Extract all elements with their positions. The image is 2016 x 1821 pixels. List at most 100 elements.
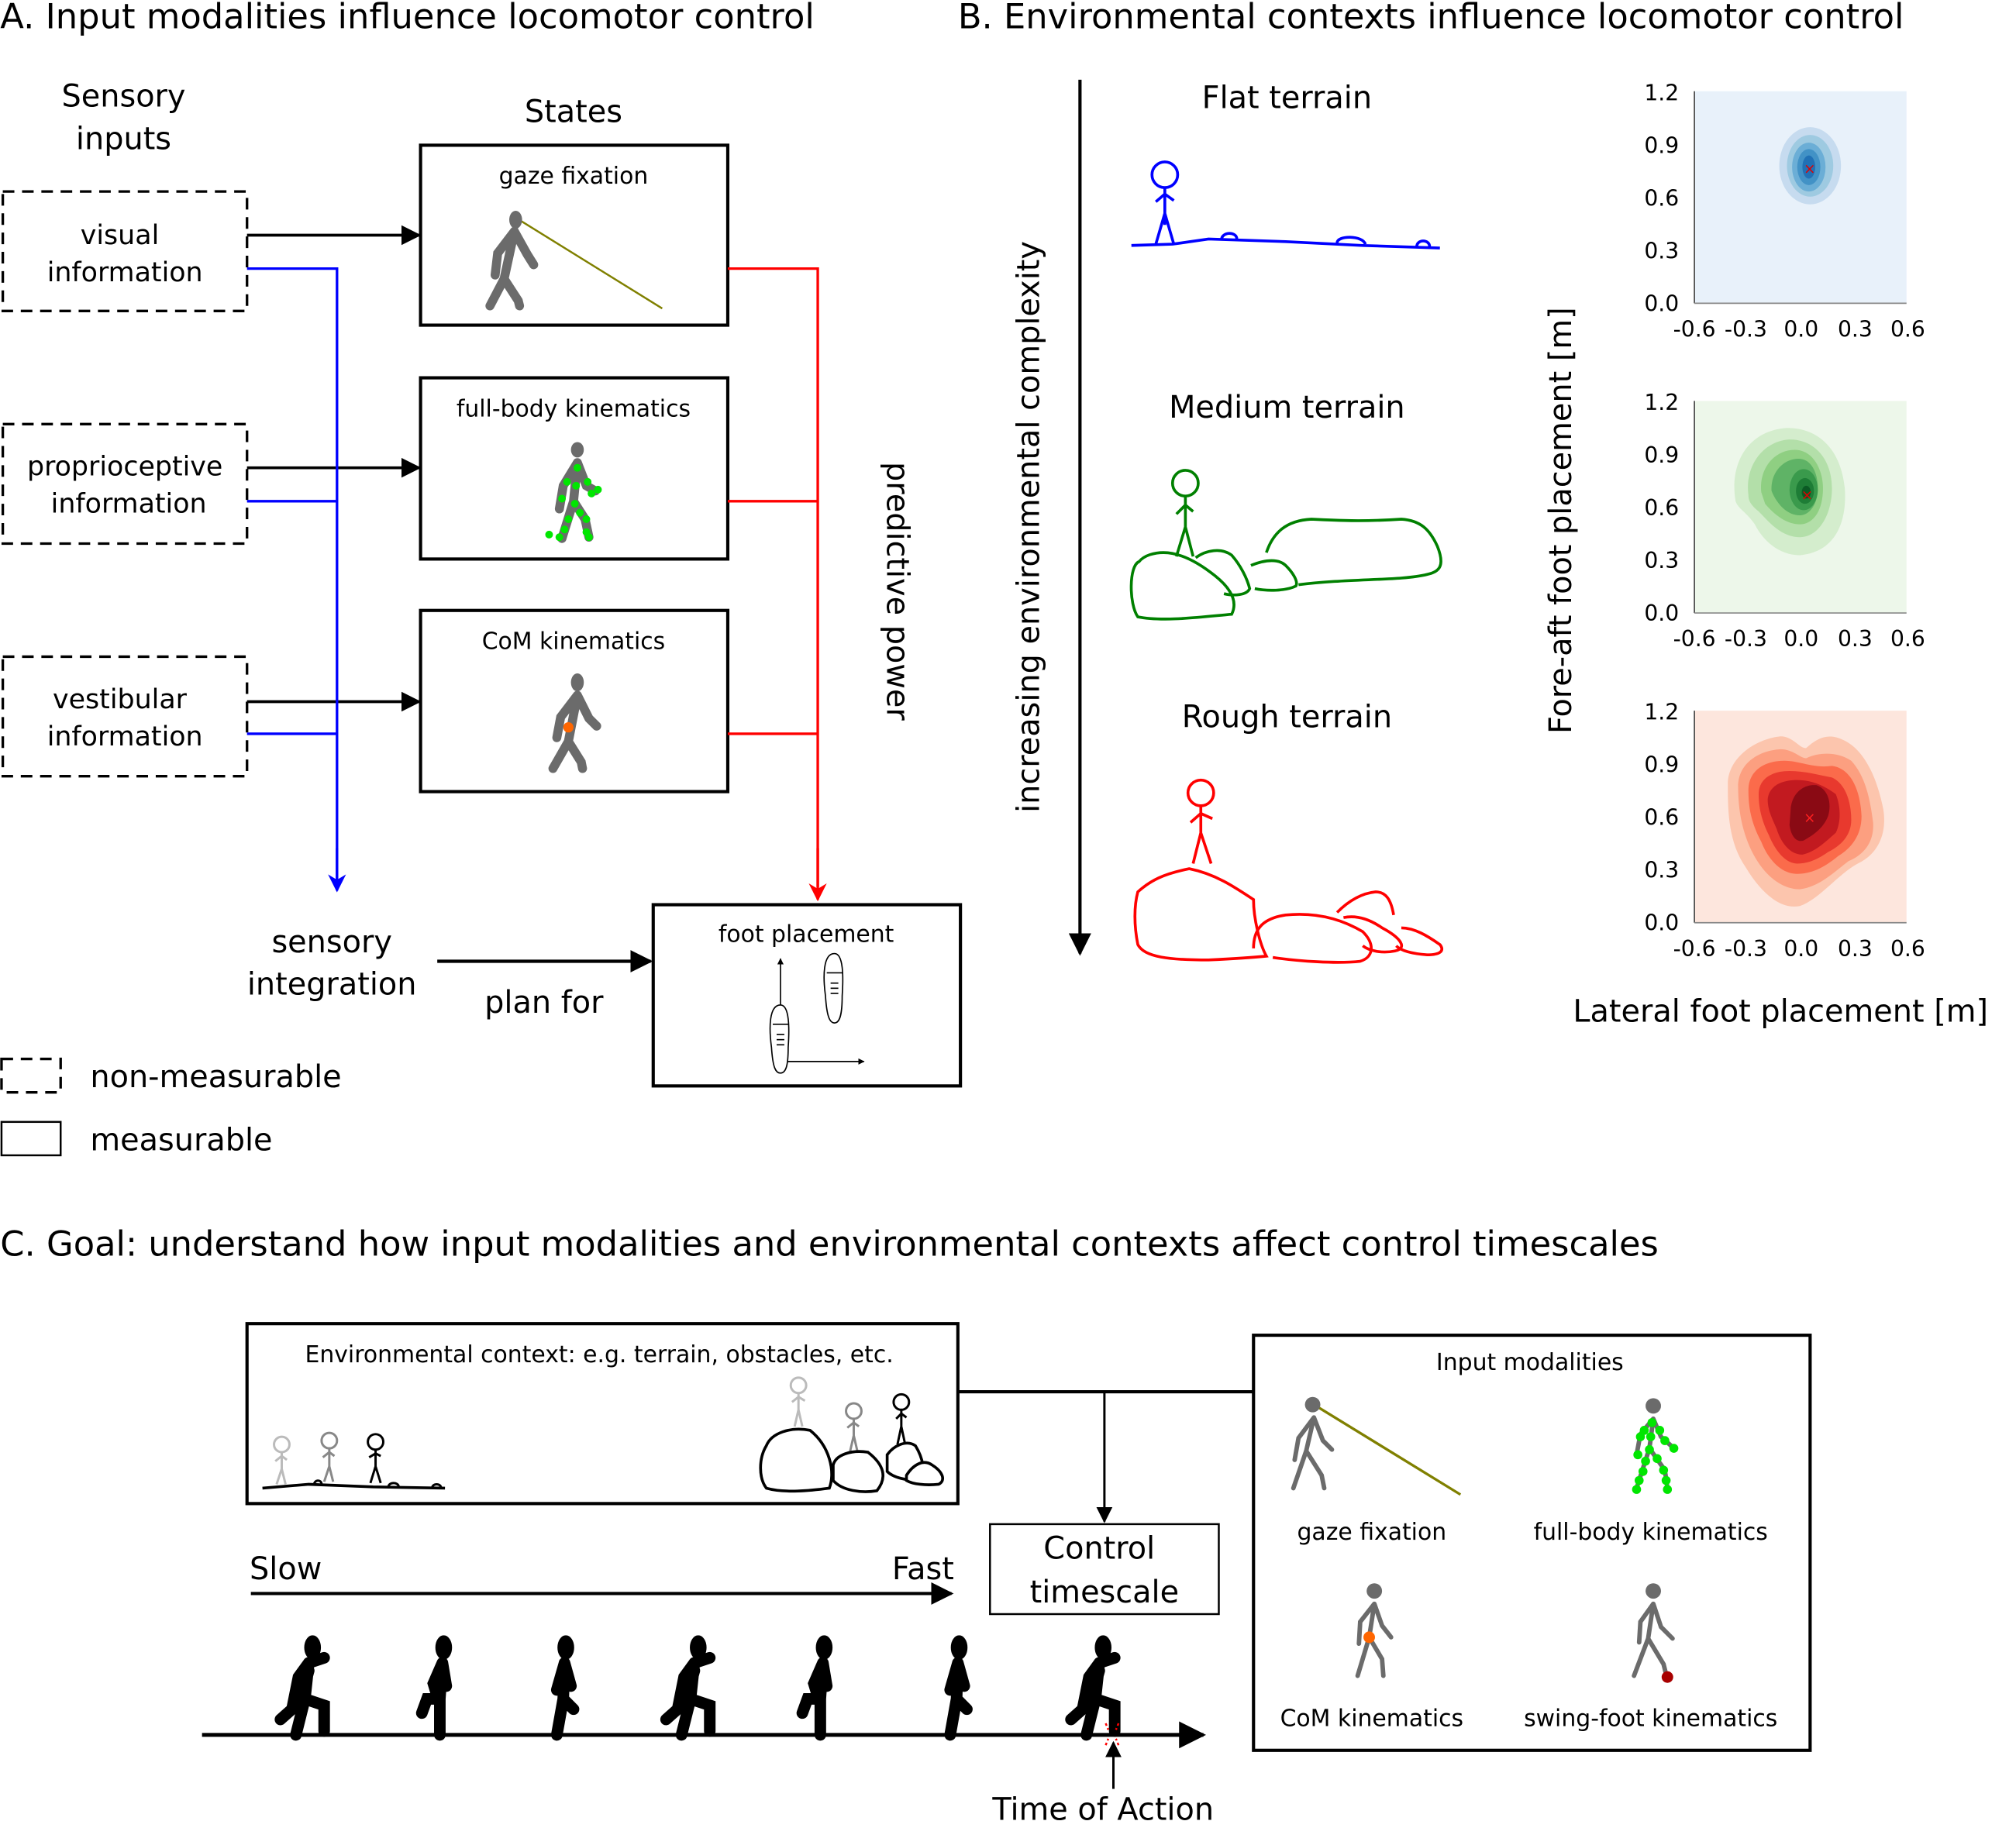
rough-terrain-label: Rough terrain [1182, 700, 1392, 735]
panel-c-title: C. Goal: understand how input modalities… [0, 1223, 1659, 1264]
sensory-inputs-header-line2: inputs [76, 121, 171, 157]
input-visual: visual information [1, 190, 249, 312]
legend-solid-swatch [0, 1120, 62, 1157]
svg-text:0.6: 0.6 [1644, 185, 1679, 211]
svg-text:0.3: 0.3 [1644, 858, 1679, 883]
panel-c: C. Goal: understand how input modalities… [0, 1223, 1812, 1821]
time-of-action-label: Time of Action [991, 1792, 1214, 1821]
control-timescale-box: Control timescale [989, 1523, 1220, 1616]
plot-medium-xticks: -0.6 -0.3 0.0 0.3 0.6 [1673, 626, 1925, 652]
svg-text:-0.6: -0.6 [1673, 936, 1716, 962]
runner-icon [944, 1635, 973, 1741]
state-com-kinematics: CoM kinematics [419, 608, 730, 793]
input-proprioceptive: proprioceptive information [1, 422, 249, 546]
com-kinematics-icon [1355, 1583, 1394, 1678]
runner-silhouettes [274, 1635, 1121, 1741]
flat-terrain-illustration [1131, 160, 1440, 250]
states-header: States [525, 95, 622, 130]
gaze-fixation-icon [1291, 1396, 1462, 1496]
legend-measurable: measurable [90, 1122, 272, 1158]
svg-text:gaze fixation: gaze fixation [499, 163, 649, 190]
svg-text:×: × [1801, 487, 1813, 504]
com-walker-icon [548, 673, 601, 773]
state-gaze-fixation: gaze fixation [419, 143, 730, 327]
svg-text:0.3: 0.3 [1838, 317, 1873, 343]
sensory-integration-line2: integration [247, 967, 417, 1003]
fullbody-walker-icon [545, 442, 602, 543]
svg-text:0.3: 0.3 [1644, 548, 1679, 573]
swing-foot-kinematics-icon [1632, 1583, 1675, 1683]
runner-icon [660, 1635, 716, 1741]
density-plot-rough: × 1.2 0.9 0.6 0.3 0.0 -0.6 -0.3 0.0 0.3 … [1644, 700, 1925, 962]
svg-text:0.6: 0.6 [1890, 626, 1925, 652]
svg-text:0.0: 0.0 [1783, 317, 1818, 343]
svg-text:0.6: 0.6 [1644, 805, 1679, 831]
joint-markers [1632, 1418, 1679, 1494]
svg-text:visual: visual [81, 220, 159, 251]
sensory-integration-bus [246, 267, 346, 893]
runner-icon [550, 1635, 580, 1741]
svg-text:0.0: 0.0 [1783, 626, 1818, 652]
svg-text:1.2: 1.2 [1644, 390, 1679, 415]
svg-text:0.6: 0.6 [1644, 495, 1679, 521]
sensory-inputs-header-line1: Sensory [62, 79, 186, 115]
medium-terrain-label: Medium terrain [1169, 390, 1405, 425]
svg-text:0.3: 0.3 [1838, 936, 1873, 962]
svg-text:full-body kinematics: full-body kinematics [457, 395, 691, 422]
svg-text:-0.3: -0.3 [1725, 317, 1767, 343]
svg-text:0.9: 0.9 [1644, 752, 1679, 778]
panel-b: B. Environmental contexts influence loco… [958, 0, 1988, 1029]
svg-text:0.0: 0.0 [1644, 601, 1679, 626]
svg-text:information: information [47, 721, 203, 752]
density-plot-medium: × 1.2 0.9 0.6 0.3 0.0 -0.6 -0.3 0.0 0.3 … [1644, 390, 1925, 652]
foot-shoes-icon [769, 952, 865, 1074]
plot-medium-yticks: 1.2 0.9 0.6 0.3 0.0 [1644, 390, 1679, 626]
legend-dashed-swatch [0, 1057, 62, 1094]
slow-label: Slow [250, 1551, 322, 1587]
com-marker [563, 722, 574, 733]
modality-fullbody-label: full-body kinematics [1534, 1519, 1768, 1546]
foot-placement-box: foot placement [651, 903, 963, 1088]
flat-walkers-icon [262, 1431, 446, 1490]
svg-text:1.2: 1.2 [1644, 700, 1679, 725]
gaze-walker-icon [485, 210, 663, 311]
predictive-power-bus [727, 267, 827, 902]
svg-text:vestibular: vestibular [53, 684, 188, 715]
legend-non-measurable: non-measurable [90, 1059, 341, 1095]
svg-text:information: information [47, 257, 203, 288]
y-axis-label: Fore-aft foot placement [m] [1543, 307, 1579, 734]
environmental-context-label: Environmental context: e.g. terrain, obs… [305, 1341, 893, 1368]
panel-b-title: B. Environmental contexts influence loco… [958, 0, 1904, 36]
plot-rough-xticks: -0.6 -0.3 0.0 0.3 0.6 [1673, 936, 1925, 962]
svg-text:-0.6: -0.6 [1673, 626, 1716, 652]
svg-text:proprioceptive: proprioceptive [27, 452, 222, 483]
plot-rough-yticks: 1.2 0.9 0.6 0.3 0.0 [1644, 700, 1679, 936]
plot-flat-xticks: -0.6 -0.3 0.0 0.3 0.6 [1673, 317, 1925, 343]
svg-text:0.6: 0.6 [1890, 936, 1925, 962]
svg-text:timescale: timescale [1030, 1575, 1179, 1610]
svg-text:1.2: 1.2 [1644, 80, 1679, 105]
fast-label: Fast [892, 1551, 954, 1587]
panel-a: A. Input modalities influence locomotor … [0, 0, 963, 1158]
full-body-kinematics-icon [1632, 1398, 1679, 1494]
plot-flat-yticks: 1.2 0.9 0.6 0.3 0.0 [1644, 80, 1679, 316]
svg-text:CoM kinematics: CoM kinematics [482, 628, 666, 656]
complexity-axis-label: increasing environmental complexity [1011, 241, 1046, 813]
runner-icon-time-of-action [1065, 1635, 1121, 1741]
svg-text:-0.3: -0.3 [1725, 936, 1767, 962]
medium-terrain-illustration [1129, 469, 1442, 621]
svg-text:×: × [1804, 161, 1815, 177]
svg-text:×: × [1804, 810, 1815, 826]
modality-swing-foot-label: swing-foot kinematics [1524, 1705, 1777, 1732]
environmental-context-box: Environmental context: e.g. terrain, obs… [245, 1322, 960, 1506]
svg-text:0.3: 0.3 [1838, 626, 1873, 652]
svg-text:0.3: 0.3 [1644, 238, 1679, 263]
plan-for-label: plan for [484, 985, 604, 1021]
modality-gaze-label: gaze fixation [1297, 1519, 1447, 1546]
density-plot-flat: × 1.2 0.9 0.6 0.3 0.0 -0.6 -0.3 0.0 0.3 … [1644, 80, 1925, 342]
svg-text:-0.3: -0.3 [1725, 626, 1767, 652]
svg-text:0.6: 0.6 [1890, 317, 1925, 343]
x-axis-label: Lateral foot placement [m] [1573, 993, 1988, 1029]
sensory-integration-line1: sensory [271, 924, 391, 960]
